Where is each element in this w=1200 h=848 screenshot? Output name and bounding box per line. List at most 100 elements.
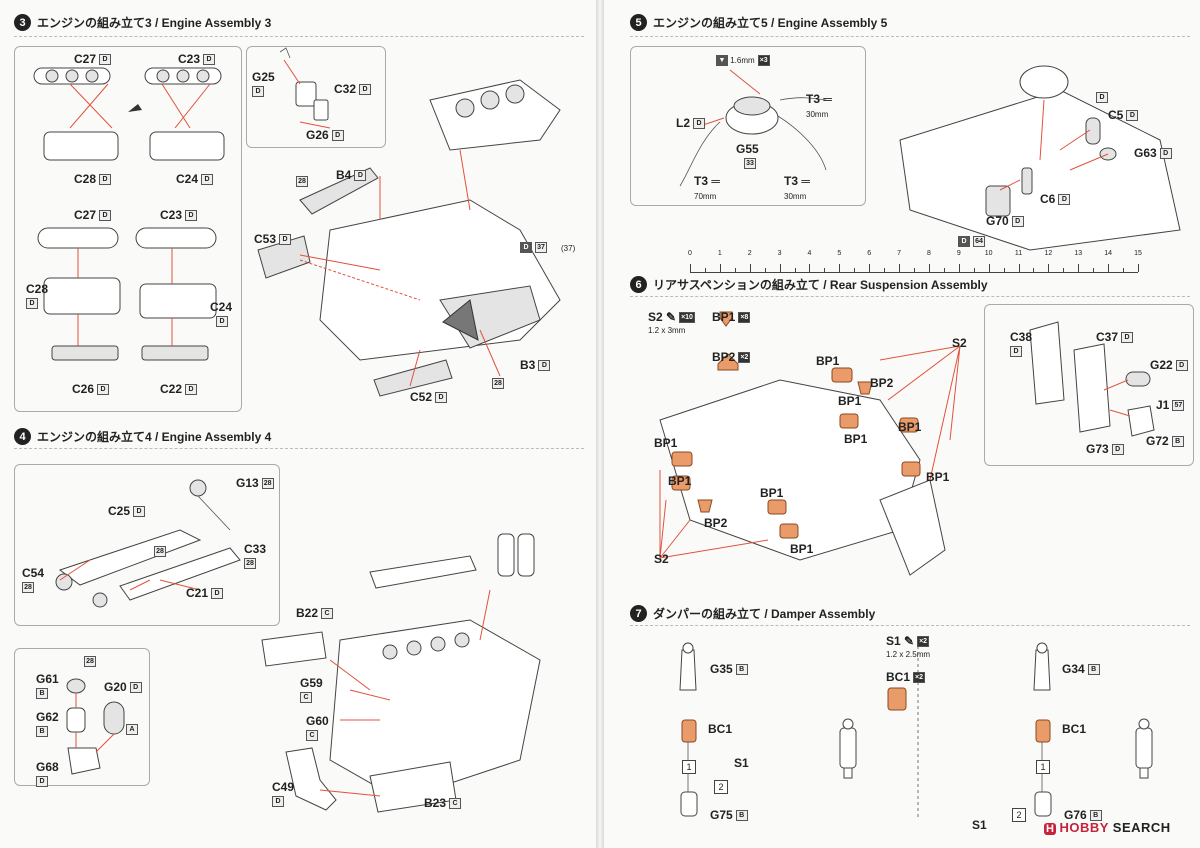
screw-s1-legend: S1 ✎×2 — [886, 634, 930, 648]
ruler-tick — [1123, 268, 1125, 272]
engine-block-3 — [257, 79, 561, 397]
step-number: 3 — [14, 14, 31, 31]
ruler-tick — [914, 268, 915, 272]
section-7-title: 7 ダンパーの組み立て / Damper Assembly — [630, 605, 875, 622]
ruler-number: 2 — [747, 250, 752, 257]
small-parts-subassembly-box — [14, 648, 150, 786]
part-label-bp1: BP1 — [844, 432, 868, 446]
bc1-legend: BC1×2 — [886, 670, 926, 684]
step-marker-2: 2 — [1012, 808, 1026, 822]
part-label-bp1: BP1 — [926, 470, 950, 484]
ruler-number: 13 — [1074, 250, 1083, 257]
ruler-tick — [1108, 264, 1110, 272]
part-label-bp1: BP1 — [790, 542, 814, 556]
part-label-s1: S1 — [734, 756, 749, 770]
ruler-number: 15 — [1134, 250, 1142, 257]
suspension-frame-6 — [659, 345, 961, 576]
tool-icons-6 — [717, 311, 739, 371]
ruler-tick — [794, 268, 796, 272]
ruler-tick — [973, 268, 975, 272]
ruler-tick — [719, 264, 721, 272]
part-label-t3-b: T3 ═70mm — [694, 174, 720, 201]
divider — [630, 296, 1190, 297]
ruler-tick — [958, 264, 960, 272]
ruler-tick — [1093, 268, 1095, 272]
part-label-bc1: BC1 — [708, 722, 733, 736]
ruler-tick — [1078, 264, 1080, 272]
paint-code-tag: D — [1096, 92, 1108, 103]
section-title-text: エンジンの組み立て5 / Engine Assembly 5 — [653, 16, 888, 30]
book-spine — [596, 0, 604, 848]
part-label-bp1: BP1 — [760, 486, 784, 500]
small-parts-4 — [66, 678, 125, 775]
paint-code-tag: A — [126, 724, 138, 735]
divider — [14, 448, 584, 449]
ruler-number: 5 — [837, 250, 842, 257]
screw-size: 1.2 x 2.5mm — [886, 650, 931, 659]
ruler-tick — [854, 268, 856, 272]
ruler-number: 6 — [867, 250, 872, 257]
carburettor-parts-top — [33, 67, 225, 161]
section-title-text: ダンパーの組み立て / Damper Assembly — [653, 607, 876, 621]
step-marker-1: 1 — [1036, 760, 1050, 774]
step-marker-2: 2 — [714, 780, 728, 794]
paint-code-tag: 28 — [492, 378, 504, 389]
section-title-text: リアサスペンションの組み立て / Rear Suspension Assembl… — [653, 278, 988, 292]
ruler-tick — [1138, 264, 1139, 272]
part-label-s1: S1 — [972, 818, 987, 832]
divider — [14, 36, 584, 37]
distributor-subassembly-box — [630, 46, 866, 206]
ruler-tick — [824, 268, 826, 272]
ruler-tick — [809, 264, 811, 272]
ruler-number: 4 — [807, 250, 812, 257]
part-label-bp1: BP1 — [668, 474, 692, 488]
part-label-bp1: BP1 — [654, 436, 678, 450]
ruler-tick — [988, 264, 990, 272]
upright-parts-6 — [1029, 321, 1155, 437]
ruler-number: 0 — [688, 250, 692, 257]
divider — [630, 36, 1190, 37]
ruler-tick — [764, 268, 766, 272]
part-label-bc1: BC1 — [1062, 722, 1087, 736]
screw-s2-legend: S2 ✎×10 — [648, 310, 695, 324]
ruler-tick — [1048, 264, 1050, 272]
step-number: 5 — [630, 14, 647, 31]
ruler-tick — [690, 264, 691, 272]
bp2-legend: BP2×2 — [712, 350, 751, 364]
step-marker-1: 1 — [682, 760, 696, 774]
paint-code-tag: 28 — [84, 656, 96, 667]
screw-size: 1.2 x 3mm — [648, 326, 686, 335]
step-number: 7 — [630, 605, 647, 622]
linkage-subassembly-box — [246, 46, 386, 148]
drill-instruction: ▼ 1.6mm×3 — [716, 54, 770, 68]
step-number: 4 — [14, 428, 31, 445]
upright-subassembly-box — [984, 304, 1194, 466]
